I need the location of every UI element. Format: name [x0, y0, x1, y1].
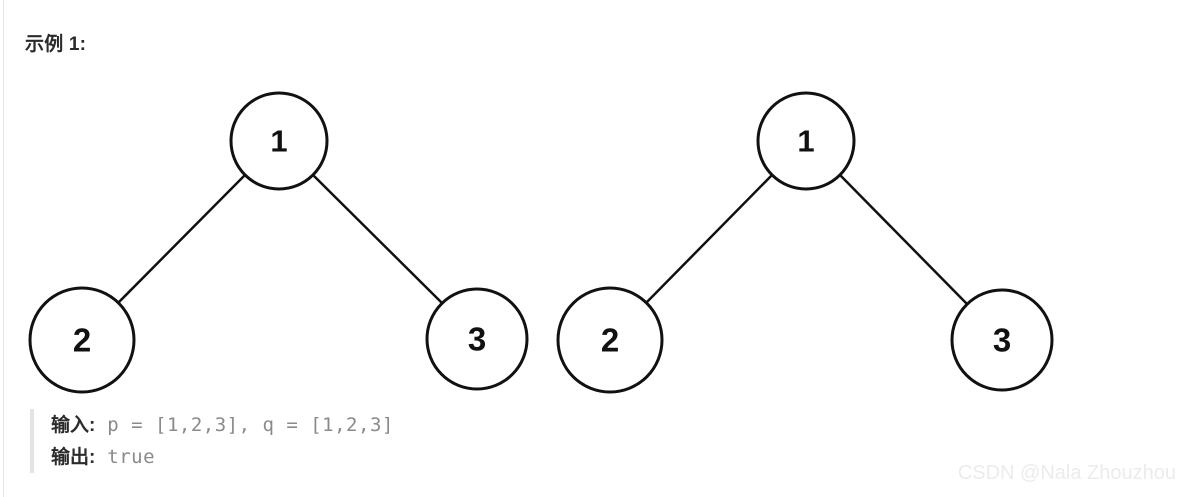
input-value: p = [1,2,3], q = [1,2,3] — [107, 414, 394, 436]
input-line: 输入: p = [1,2,3], q = [1,2,3] — [51, 409, 394, 441]
input-label: 输入: — [51, 415, 96, 436]
output-line: 输出: true — [51, 441, 394, 473]
edge-p-root-to-p-left — [115, 173, 247, 306]
output-label: 输出: — [51, 447, 96, 468]
node-p-root: 1 — [229, 91, 329, 191]
node-label: 1 — [270, 124, 287, 159]
node-p-right: 3 — [425, 287, 529, 391]
io-block: 输入: p = [1,2,3], q = [1,2,3] 输出: true — [30, 409, 394, 473]
node-circle — [229, 91, 329, 191]
node-q-root: 1 — [756, 91, 856, 191]
node-label: 1 — [797, 124, 814, 159]
node-circle — [950, 288, 1054, 392]
node-label: 3 — [993, 322, 1011, 359]
binary-tree-diagram: 1 2 3 1 2 3 — [0, 70, 1188, 405]
edge-p-root-to-p-right — [311, 173, 445, 306]
tree-q: 1 2 3 — [556, 91, 1054, 394]
node-label: 2 — [601, 322, 619, 359]
page-title: 示例 1: — [25, 34, 87, 55]
edge-q-root-to-q-right — [838, 173, 970, 307]
node-p-left: 2 — [28, 286, 136, 394]
node-label: 3 — [468, 321, 486, 358]
tree-p: 1 2 3 — [28, 91, 529, 394]
node-q-right: 3 — [950, 288, 1054, 392]
node-circle — [756, 91, 856, 191]
output-value: true — [107, 446, 156, 468]
watermark: CSDN @Nala Zhouzhou — [957, 462, 1176, 484]
page-left-edge — [3, 0, 4, 497]
node-circle — [425, 287, 529, 391]
tree-svg: 1 2 3 1 2 3 — [28, 91, 1054, 394]
node-label: 2 — [73, 322, 91, 359]
node-circle — [556, 286, 664, 394]
edge-q-root-to-q-left — [643, 173, 774, 306]
node-q-left: 2 — [556, 286, 664, 394]
node-circle — [28, 286, 136, 394]
